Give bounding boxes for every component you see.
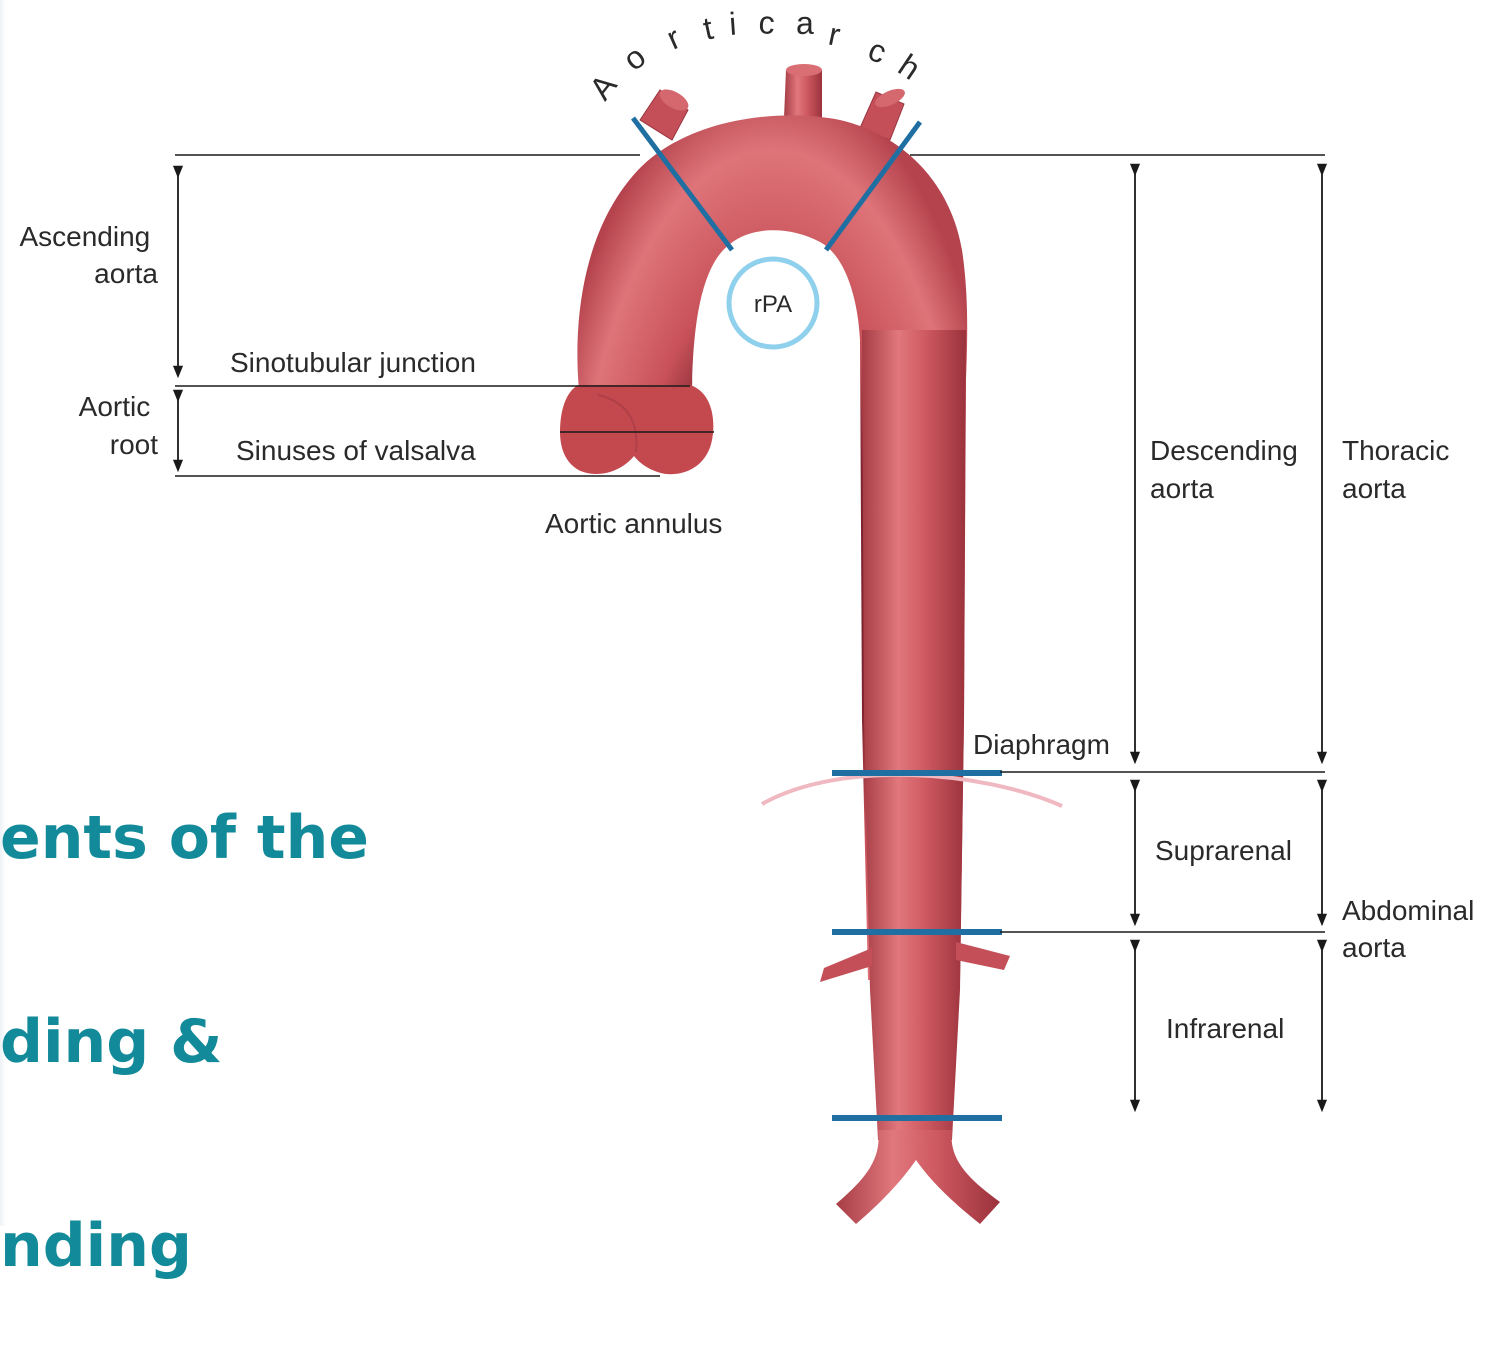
- renal-artery-right: [956, 942, 1010, 970]
- aortic-root-bulb: [560, 385, 713, 474]
- arch-letter-3: t: [700, 10, 716, 47]
- arch-letter-4: i: [728, 6, 738, 42]
- renal-artery-left: [820, 948, 872, 982]
- infrarenal-label: Infrarenal: [1166, 1013, 1284, 1044]
- descending-aorta-vessel: [862, 330, 966, 1140]
- aortic-root-label: Aortic root: [79, 391, 159, 460]
- diaphragm-label: Diaphragm: [973, 729, 1110, 760]
- arch-letter-6: a: [796, 5, 814, 41]
- suprarenal-label: Suprarenal: [1155, 835, 1292, 866]
- arch-letter-5: c: [758, 4, 776, 41]
- arch-letter-8: c: [863, 31, 891, 70]
- ascending-aorta-label: Ascending aorta: [19, 221, 158, 289]
- thoracic-aorta-label: Thoracic aorta: [1342, 435, 1457, 504]
- sinotubular-junction-label: Sinotubular junction: [230, 347, 476, 378]
- arch-letter-9: h: [892, 47, 927, 87]
- arch-letter-0: A: [582, 67, 624, 107]
- arch-letter-7: r: [826, 16, 844, 54]
- rpa-label: rPA: [754, 291, 792, 318]
- arch-letter-2: r: [661, 19, 686, 56]
- aorta-diagram: A o r t i c a r c h rPA: [0, 0, 1491, 1226]
- descending-aorta-label: Descending aorta: [1150, 435, 1306, 504]
- diagram-labels: Ascending aorta Sinotubular junction Aor…: [19, 221, 1482, 1044]
- sinuses-of-valsalva-label: Sinuses of valsalva: [236, 435, 476, 466]
- arch-letter-1: o: [616, 38, 652, 77]
- iliac-bifurcation: [836, 1130, 1000, 1224]
- aortic-arch-label: A o r t i c a r c h: [582, 4, 927, 106]
- abdominal-aorta-label: Abdominal aorta: [1342, 895, 1482, 963]
- rpa-marker: rPA: [729, 259, 817, 347]
- aortic-annulus-label: Aortic annulus: [545, 508, 722, 539]
